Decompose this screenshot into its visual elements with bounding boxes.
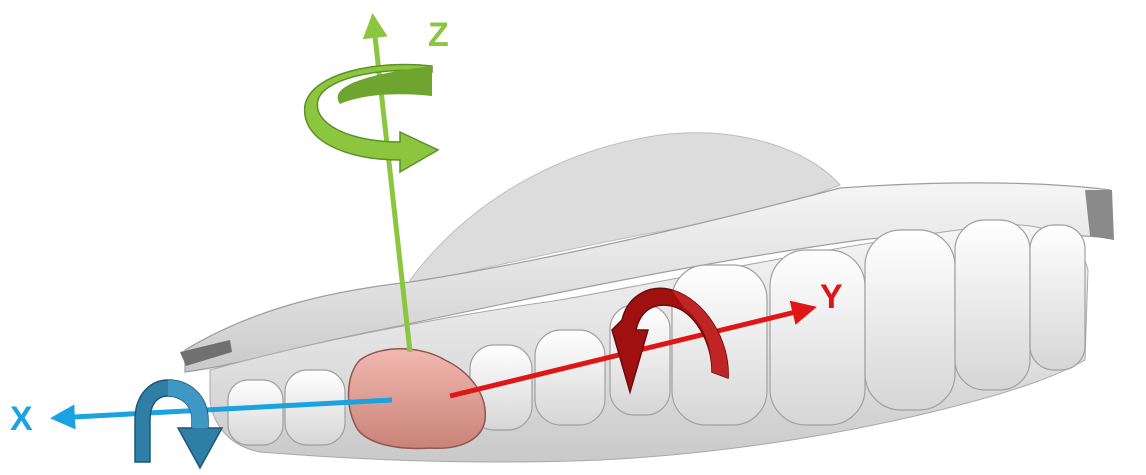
z-axis-label: Z (428, 16, 449, 54)
x-rotation-arrow-icon (135, 380, 222, 468)
x-axis-label: X (10, 400, 33, 438)
z-rotation-arrow-icon (305, 65, 438, 172)
y-axis-label: Y (820, 278, 843, 316)
